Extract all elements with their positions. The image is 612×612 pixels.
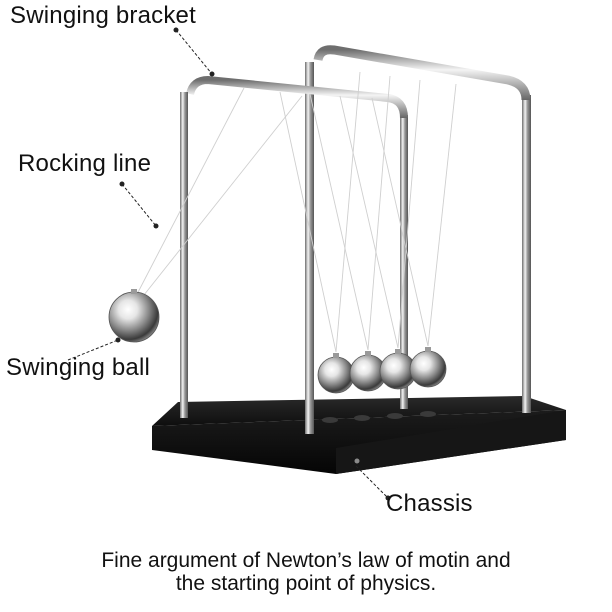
resting-ball: [317, 356, 355, 394]
resting-balls: [317, 347, 447, 394]
rear-frame: [305, 45, 531, 434]
leader-chassis: [355, 465, 389, 499]
swinging-ball: [108, 289, 160, 343]
leader-ball: [67, 339, 119, 361]
chassis-screw: [354, 458, 360, 464]
leader-rocking: [121, 183, 157, 227]
caption-line-1: Fine argument of Newton’s law of motin a…: [101, 549, 511, 572]
label-rocking-line: Rocking line: [18, 150, 152, 177]
caption-line-2: the starting point of physics.: [175, 572, 437, 596]
label-swinging-ball: Swinging ball: [6, 354, 151, 381]
marker-dot: [209, 71, 215, 77]
resting-ball: [409, 350, 447, 388]
leader-bracket: [175, 29, 213, 75]
marker-dot: [385, 495, 391, 501]
front-frame: [180, 75, 408, 418]
marker-dot: [119, 181, 125, 187]
marker-dot: [153, 223, 159, 229]
marker-dot: [173, 27, 179, 33]
leader-lines: [67, 29, 389, 499]
label-chassis: Chassis: [386, 490, 473, 517]
chassis-base: [152, 396, 566, 474]
caption: Fine argument of Newton’s law of motin a…: [0, 549, 612, 595]
label-swinging-bracket: Swinging bracket: [10, 2, 196, 29]
marker-dot: [115, 337, 121, 343]
rocking-lines: [133, 71, 457, 353]
